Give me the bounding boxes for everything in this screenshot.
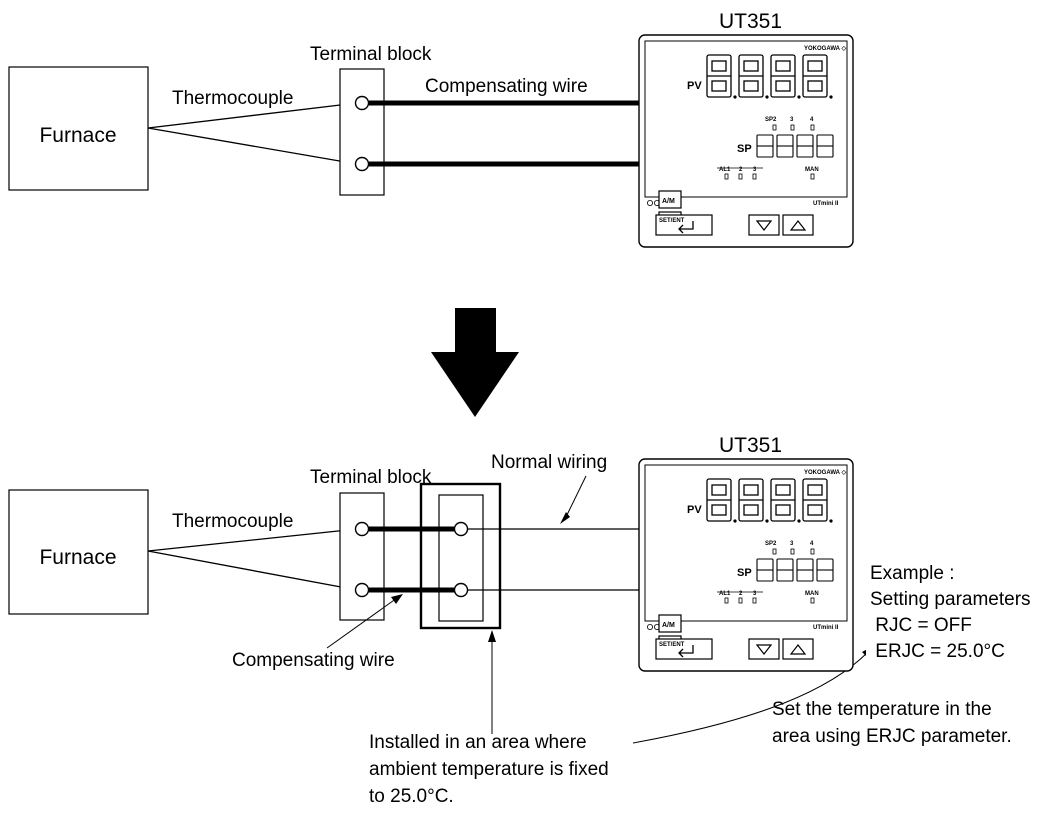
enter-arrow-icon	[678, 645, 694, 658]
brand-label: YOKOGAWA ◇	[804, 45, 846, 52]
al1-label: AL1	[719, 591, 731, 597]
out3-label: 3	[790, 117, 794, 123]
thermocouple-label: Thermocouple	[172, 88, 293, 109]
out4-label: 4	[810, 117, 814, 123]
al2-label: 2	[739, 591, 743, 597]
set-ent-label: SET/ENT	[659, 218, 685, 224]
set-note-line2: area using ERJC parameter.	[772, 726, 1012, 747]
set-note-line1: Set the temperature in the	[772, 699, 992, 720]
terminal-block-label: Terminal block	[310, 467, 432, 488]
am-key[interactable]	[658, 614, 682, 633]
example-line3: RJC = OFF	[870, 615, 972, 636]
installed-note-line3: to 25.0°C.	[369, 786, 454, 807]
terminal-block	[339, 492, 385, 621]
triangle-up-icon	[789, 220, 807, 231]
sp-label: SP	[737, 143, 752, 155]
furnace-box	[8, 489, 149, 615]
triangle-down-icon	[755, 644, 773, 655]
al2-label: 2	[739, 167, 743, 173]
pv-label: PV	[687, 504, 702, 516]
am-key[interactable]	[658, 190, 682, 209]
terminal-screw	[453, 521, 469, 537]
sp2-label: SP2	[765, 117, 777, 123]
terminal-screw	[354, 521, 370, 537]
ut351-controller: YOKOGAWA ◇ PV SP SP2 3 4 AL1 2 3 MAN UTm…	[638, 458, 854, 672]
out3-label: 3	[790, 541, 794, 547]
sp-label: SP	[737, 567, 752, 579]
normal-wiring-label: Normal wiring	[491, 452, 607, 473]
ut351-controller: YOKOGAWA ◇ PV SP SP2 3 4 AL1 2 3 MAN UTm…	[638, 34, 854, 248]
am-key-label: A/M	[662, 622, 675, 629]
terminal-block-label: Terminal block	[310, 44, 432, 65]
furnace-label: Furnace	[39, 546, 116, 569]
al3-label: 3	[753, 167, 757, 173]
compensating-wire-label: Compensating wire	[425, 76, 588, 97]
al3-label: 3	[753, 591, 757, 597]
brand-label: YOKOGAWA ◇	[804, 469, 846, 476]
sp2-label: SP2	[765, 541, 777, 547]
man-label: MAN	[805, 591, 819, 597]
installed-note-line2: ambient temperature is fixed	[369, 759, 609, 780]
example-line4: ERJC = 25.0°C	[870, 641, 1005, 662]
set-ent-key[interactable]	[655, 214, 713, 236]
triangle-up-icon	[789, 644, 807, 655]
terminal-screw	[453, 582, 469, 598]
al1-label: AL1	[719, 167, 731, 173]
furnace-box	[8, 66, 149, 191]
furnace-label: Furnace	[39, 124, 116, 147]
terminal-block	[339, 68, 385, 196]
enter-arrow-icon	[678, 221, 694, 234]
pv-label: PV	[687, 80, 702, 92]
set-ent-key[interactable]	[655, 638, 713, 660]
installed-note-line1: Installed in an area where	[369, 732, 587, 753]
series-label: UTmini II	[813, 625, 839, 631]
man-label: MAN	[805, 167, 819, 173]
down-arrow-icon	[431, 308, 519, 417]
out4-label: 4	[810, 541, 814, 547]
example-line2: Setting parameters	[870, 589, 1031, 610]
terminal-screw	[354, 582, 370, 598]
triangle-down-icon	[755, 220, 773, 231]
controller-model-label: UT351	[719, 10, 782, 33]
set-ent-label: SET/ENT	[659, 642, 685, 648]
controller-model-label: UT351	[719, 434, 782, 457]
terminal-screw	[354, 156, 370, 172]
am-key-label: A/M	[662, 198, 675, 205]
terminal-screw	[354, 95, 370, 111]
series-label: UTmini II	[813, 201, 839, 207]
compensating-wire-label: Compensating wire	[232, 650, 395, 671]
terminal-block-2	[438, 494, 484, 622]
thermocouple-label: Thermocouple	[172, 511, 293, 532]
example-line1: Example :	[870, 563, 954, 584]
